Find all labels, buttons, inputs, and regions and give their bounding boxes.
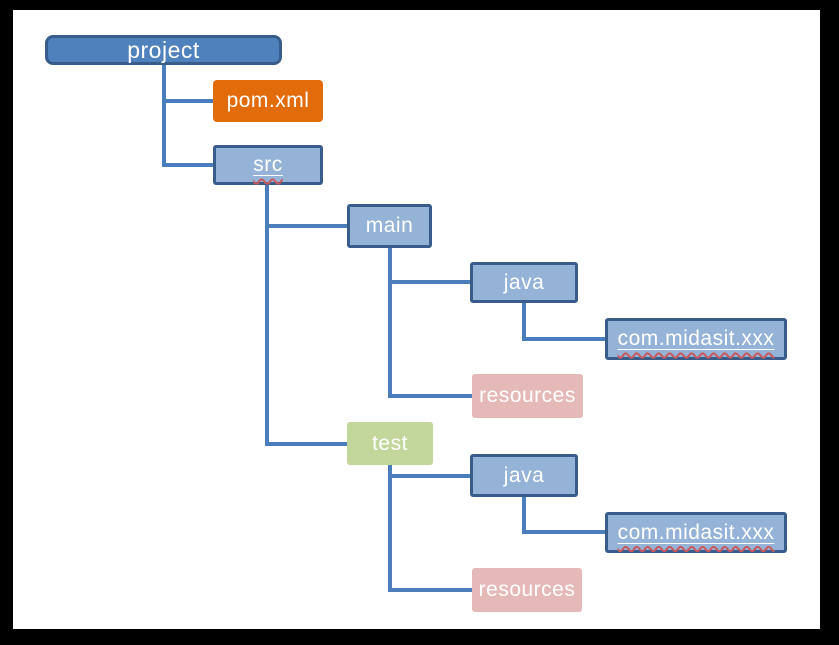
node-test-package-label: com.midasit.xxx — [617, 520, 775, 544]
node-main-package[interactable]: com.midasit.xxx — [605, 318, 787, 360]
connector-testjava-trunk — [522, 497, 526, 534]
node-test-java-label: java — [503, 463, 545, 487]
node-main-java-label: java — [503, 270, 545, 294]
node-main-label: main — [365, 214, 414, 237]
node-main-resources-label: resources — [479, 384, 576, 407]
node-test-resources[interactable]: resources — [472, 568, 582, 612]
connector-test-resources — [388, 588, 472, 592]
connector-src-main — [265, 224, 347, 228]
connector-src-trunk — [265, 185, 269, 446]
node-project-label: project — [127, 36, 200, 63]
node-main[interactable]: main — [347, 204, 432, 248]
connector-test-trunk — [388, 465, 392, 592]
connector-main-resources — [388, 394, 472, 398]
connector-testjava-package — [522, 530, 605, 534]
node-pom-xml[interactable]: pom.xml — [213, 80, 323, 122]
connector-project-trunk — [162, 65, 166, 167]
node-test-label: test — [372, 431, 408, 455]
node-main-resources[interactable]: resources — [472, 374, 583, 418]
node-test-java[interactable]: java — [470, 454, 578, 497]
connector-src-test — [265, 442, 347, 446]
node-project[interactable]: project — [45, 35, 282, 65]
connector-mainjava-package — [522, 337, 605, 341]
node-test-package[interactable]: com.midasit.xxx — [605, 512, 787, 553]
node-test[interactable]: test — [347, 422, 433, 465]
connector-test-java — [388, 474, 470, 478]
connector-project-src — [162, 163, 213, 167]
node-pom-xml-label: pom.xml — [226, 89, 310, 112]
node-src-label: src — [253, 153, 283, 176]
connector-main-java — [388, 280, 470, 284]
node-main-package-label: com.midasit.xxx — [617, 327, 775, 350]
connector-main-trunk — [388, 248, 392, 398]
node-src[interactable]: src — [213, 145, 323, 185]
node-test-resources-label: resources — [478, 578, 576, 601]
connector-project-pomxml — [162, 99, 213, 103]
node-main-java[interactable]: java — [470, 262, 578, 303]
connector-mainjava-trunk — [522, 303, 526, 341]
